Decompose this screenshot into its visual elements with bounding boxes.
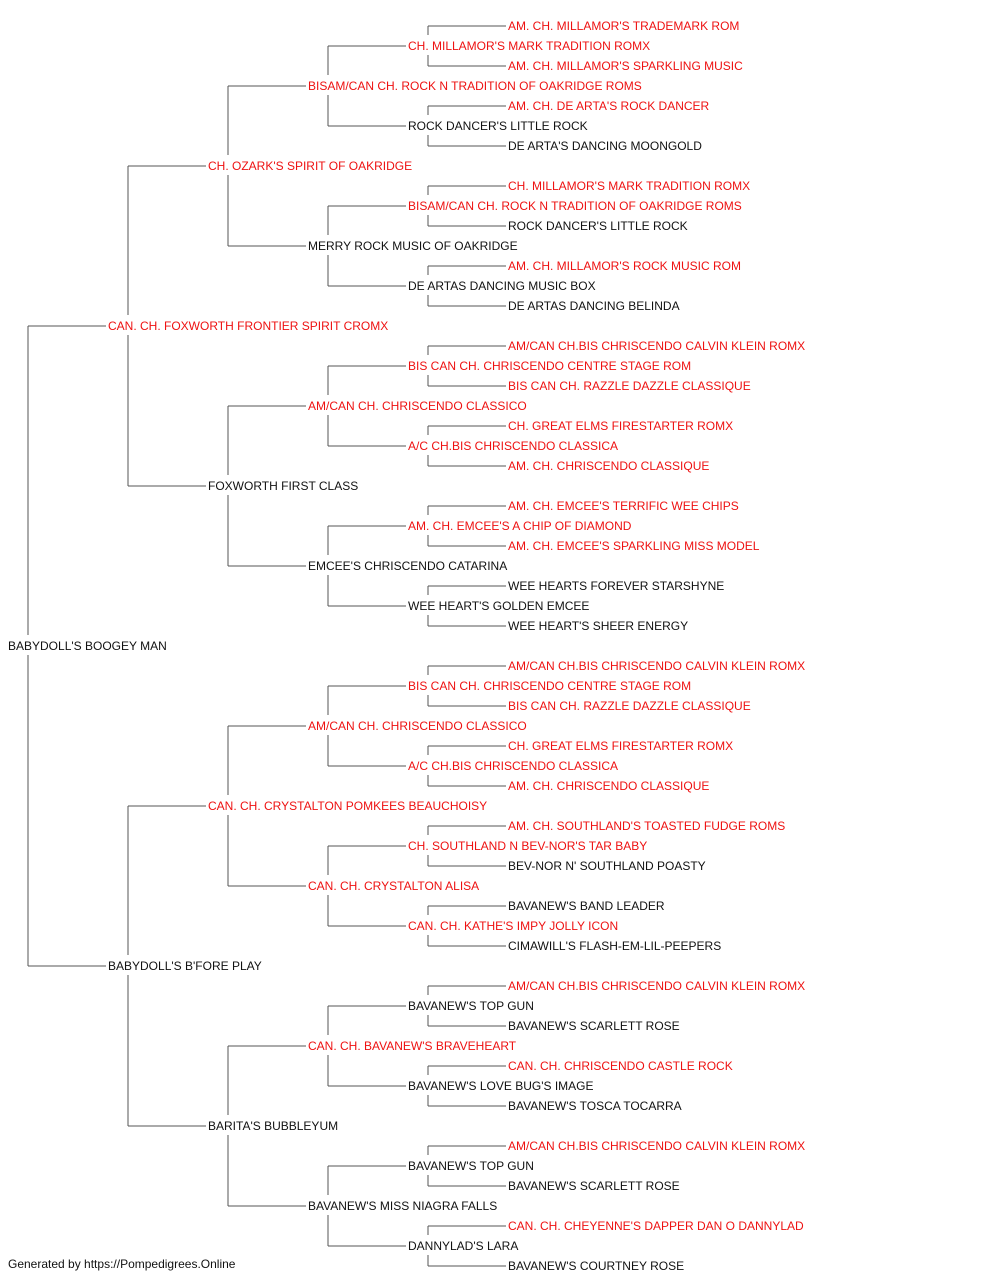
pedigree-name: CAN. CH. KATHE'S IMPY JOLLY ICON xyxy=(408,919,618,933)
pedigree-name: AM. CH. EMCEE'S TERRIFIC WEE CHIPS xyxy=(508,499,739,513)
pedigree-name: CAN. CH. FOXWORTH FRONTIER SPIRIT CROMX xyxy=(108,319,388,333)
pedigree-name: BABYDOLL'S B'FORE PLAY xyxy=(108,959,262,973)
pedigree-name: AM. CH. MILLAMOR'S TRADEMARK ROM xyxy=(508,19,739,33)
pedigree-labels: BABYDOLL'S BOOGEY MAN CAN. CH. FOXWORTH F… xyxy=(8,19,805,1273)
pedigree-name: AM. CH. DE ARTA'S ROCK DANCER xyxy=(508,99,710,113)
pedigree-name: BAVANEW'S TOSCA TOCARRA xyxy=(508,1099,682,1113)
pedigree-name: BEV-NOR N' SOUTHLAND POASTY xyxy=(508,859,706,873)
pedigree-name: AM/CAN CH.BIS CHRISCENDO CALVIN KLEIN RO… xyxy=(508,659,805,673)
pedigree-name: ROCK DANCER'S LITTLE ROCK xyxy=(508,219,688,233)
pedigree-name: FOXWORTH FIRST CLASS xyxy=(208,479,358,493)
pedigree-name: BAVANEW'S TOP GUN xyxy=(408,999,534,1013)
pedigree-name: EMCEE'S CHRISCENDO CATARINA xyxy=(308,559,507,573)
pedigree-name: CIMAWILL'S FLASH-EM-LIL-PEEPERS xyxy=(508,939,721,953)
pedigree-name: BAVANEW'S LOVE BUG'S IMAGE xyxy=(408,1079,594,1093)
pedigree-name: CH. MILLAMOR'S MARK TRADITION ROMX xyxy=(508,179,750,193)
pedigree-name: BAVANEW'S SCARLETT ROSE xyxy=(508,1179,680,1193)
pedigree-name: CAN. CH. CRYSTALTON POMKEES BEAUCHOISY xyxy=(208,799,487,813)
pedigree-name: AM. CH. EMCEE'S A CHIP OF DIAMOND xyxy=(408,519,632,533)
pedigree-name: BIS CAN CH. RAZZLE DAZZLE CLASSIQUE xyxy=(508,379,751,393)
pedigree-name: AM/CAN CH.BIS CHRISCENDO CALVIN KLEIN RO… xyxy=(508,979,805,993)
pedigree-name: AM/CAN CH.BIS CHRISCENDO CALVIN KLEIN RO… xyxy=(508,339,805,353)
pedigree-name: BAVANEW'S SCARLETT ROSE xyxy=(508,1019,680,1033)
pedigree-name: CH. GREAT ELMS FIRESTARTER ROMX xyxy=(508,739,733,753)
pedigree-name: DE ARTAS DANCING BELINDA xyxy=(508,299,680,313)
pedigree-name: BAVANEW'S MISS NIAGRA FALLS xyxy=(308,1199,497,1213)
pedigree-name: CH. GREAT ELMS FIRESTARTER ROMX xyxy=(508,419,733,433)
pedigree-name: WEE HEART'S GOLDEN EMCEE xyxy=(408,599,589,613)
pedigree-name: AM. CH. MILLAMOR'S ROCK MUSIC ROM xyxy=(508,259,741,273)
pedigree-connectors xyxy=(27,25,506,1267)
pedigree-name: BAVANEW'S BAND LEADER xyxy=(508,899,665,913)
pedigree-name: CAN. CH. CHEYENNE'S DAPPER DAN O DANNYLA… xyxy=(508,1219,804,1233)
pedigree-name: WEE HEARTS FOREVER STARSHYNE xyxy=(508,579,724,593)
pedigree-name: WEE HEART'S SHEER ENERGY xyxy=(508,619,688,633)
pedigree-name: DE ARTAS DANCING MUSIC BOX xyxy=(408,279,596,293)
pedigree-name: BABYDOLL'S BOOGEY MAN xyxy=(8,639,167,653)
pedigree-name: DANNYLAD'S LARA xyxy=(408,1239,518,1253)
pedigree-name: A/C CH.BIS CHRISCENDO CLASSICA xyxy=(408,439,618,453)
pedigree-name: ROCK DANCER'S LITTLE ROCK xyxy=(408,119,588,133)
pedigree-name: MERRY ROCK MUSIC OF OAKRIDGE xyxy=(308,239,518,253)
pedigree-name: CAN. CH. CRYSTALTON ALISA xyxy=(308,879,479,893)
pedigree-name: CH. MILLAMOR'S MARK TRADITION ROMX xyxy=(408,39,650,53)
pedigree-name: BIS CAN CH. CHRISCENDO CENTRE STAGE ROM xyxy=(408,359,691,373)
pedigree-name: BAVANEW'S TOP GUN xyxy=(408,1159,534,1173)
pedigree-name: AM. CH. CHRISCENDO CLASSIQUE xyxy=(508,459,709,473)
pedigree-name: AM. CH. SOUTHLAND'S TOASTED FUDGE ROMS xyxy=(508,819,785,833)
pedigree-name: DE ARTA'S DANCING MOONGOLD xyxy=(508,139,702,153)
pedigree-name: AM. CH. CHRISCENDO CLASSIQUE xyxy=(508,779,709,793)
pedigree-name: BARITA'S BUBBLEYUM xyxy=(208,1119,338,1133)
pedigree-name: CAN. CH. BAVANEW'S BRAVEHEART xyxy=(308,1039,517,1053)
pedigree-name: BIS CAN CH. CHRISCENDO CENTRE STAGE ROM xyxy=(408,679,691,693)
footer-credit: Generated by https://Pompedigrees.Online xyxy=(8,1257,236,1271)
pedigree-name: AM. CH. EMCEE'S SPARKLING MISS MODEL xyxy=(508,539,760,553)
pedigree-name: CH. SOUTHLAND N BEV-NOR'S TAR BABY xyxy=(408,839,647,853)
pedigree-name: AM. CH. MILLAMOR'S SPARKLING MUSIC xyxy=(508,59,743,73)
pedigree-name: BISAM/CAN CH. ROCK N TRADITION OF OAKRID… xyxy=(408,199,742,213)
pedigree-name: A/C CH.BIS CHRISCENDO CLASSICA xyxy=(408,759,618,773)
pedigree-name: AM/CAN CH. CHRISCENDO CLASSICO xyxy=(308,399,527,413)
pedigree-name: BAVANEW'S COURTNEY ROSE xyxy=(508,1259,684,1273)
pedigree-name: BIS CAN CH. RAZZLE DAZZLE CLASSIQUE xyxy=(508,699,751,713)
pedigree-name: AM/CAN CH. CHRISCENDO CLASSICO xyxy=(308,719,527,733)
pedigree-name: BISAM/CAN CH. ROCK N TRADITION OF OAKRID… xyxy=(308,79,642,93)
pedigree-name: CAN. CH. CHRISCENDO CASTLE ROCK xyxy=(508,1059,733,1073)
pedigree-name: CH. OZARK'S SPIRIT OF OAKRIDGE xyxy=(208,159,412,173)
pedigree-name: AM/CAN CH.BIS CHRISCENDO CALVIN KLEIN RO… xyxy=(508,1139,805,1153)
